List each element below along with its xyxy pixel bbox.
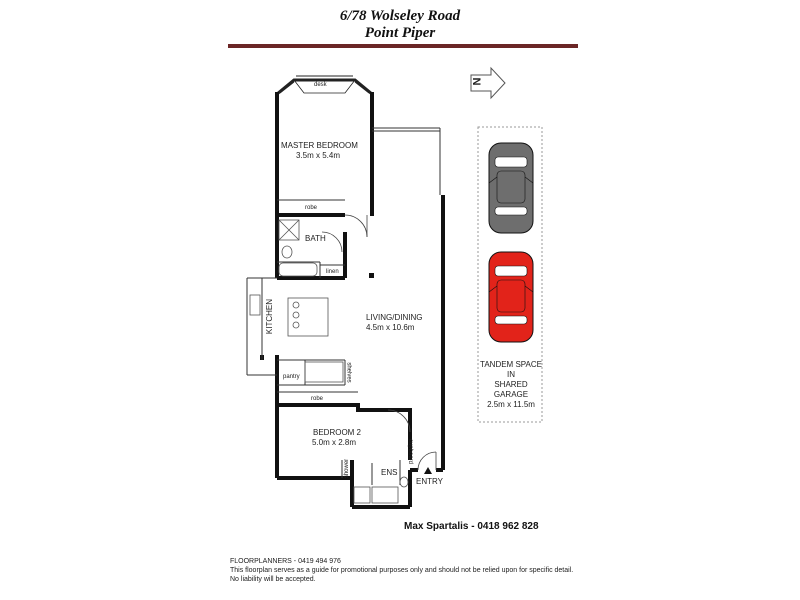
ensuite-fixtures xyxy=(353,476,409,504)
north-label: N xyxy=(471,77,484,86)
garage-line-4: GARAGE xyxy=(493,390,529,399)
garage-outline xyxy=(477,126,543,423)
agent-contact: Max Spartalis - 0418 962 828 xyxy=(404,521,539,532)
entry-label: ENTRY xyxy=(416,477,443,486)
address-line-2: Point Piper xyxy=(364,25,436,41)
pantry-label: pantry xyxy=(283,374,300,380)
address-line-1: 6/78 Wolseley Road xyxy=(339,8,461,24)
garage-line-2: IN xyxy=(507,370,515,379)
garage-line-1: TANDEM SPACE xyxy=(480,360,542,369)
robe-master-label: robe xyxy=(305,205,318,211)
desk-label: desk xyxy=(314,82,327,88)
living-dining-label: LIVING/DINING xyxy=(366,313,423,322)
bath-fixtures xyxy=(278,219,318,277)
door-swings xyxy=(321,214,437,471)
bay-window xyxy=(276,75,373,96)
robe-bedroom2-label: robe xyxy=(311,396,324,402)
garage-size: 2.5m x 11.5m xyxy=(487,400,535,409)
walls xyxy=(260,92,445,509)
kitchen-label: KITCHEN xyxy=(265,298,275,335)
shelves-label: shelves xyxy=(345,362,352,383)
shower-label: shower xyxy=(344,458,351,479)
kitchen-fixtures xyxy=(249,294,344,383)
bath-label: BATH xyxy=(305,234,326,243)
bedroom2-size: 5.0m x 2.8m xyxy=(312,438,357,447)
linen-label: linen xyxy=(326,269,339,275)
garage-line-3: SHARED xyxy=(494,380,528,389)
ensuite-label: ENS xyxy=(381,468,398,477)
grey-car-icon xyxy=(488,142,534,234)
master-bedroom-size: 3.5m x 5.4m xyxy=(296,151,341,160)
footer-line-2: This floorplan serves as a guide for pro… xyxy=(230,567,574,574)
column xyxy=(369,273,374,278)
north-arrow-icon xyxy=(470,66,506,100)
living-dining-size: 4.5m x 10.6m xyxy=(366,323,415,332)
bedroom2-label: BEDROOM 2 xyxy=(313,428,362,437)
red-car-icon xyxy=(488,251,534,343)
footer-line-3: No liability will be accepted. xyxy=(230,576,316,583)
footer-line-1: FLOORPLANNERS - 0419 494 976 xyxy=(230,558,341,565)
header-divider xyxy=(228,44,578,48)
entry-arrow-icon xyxy=(424,467,432,474)
cupboard-label: cupboard xyxy=(407,438,414,465)
master-bedroom-label: MASTER BEDROOM xyxy=(281,141,358,150)
